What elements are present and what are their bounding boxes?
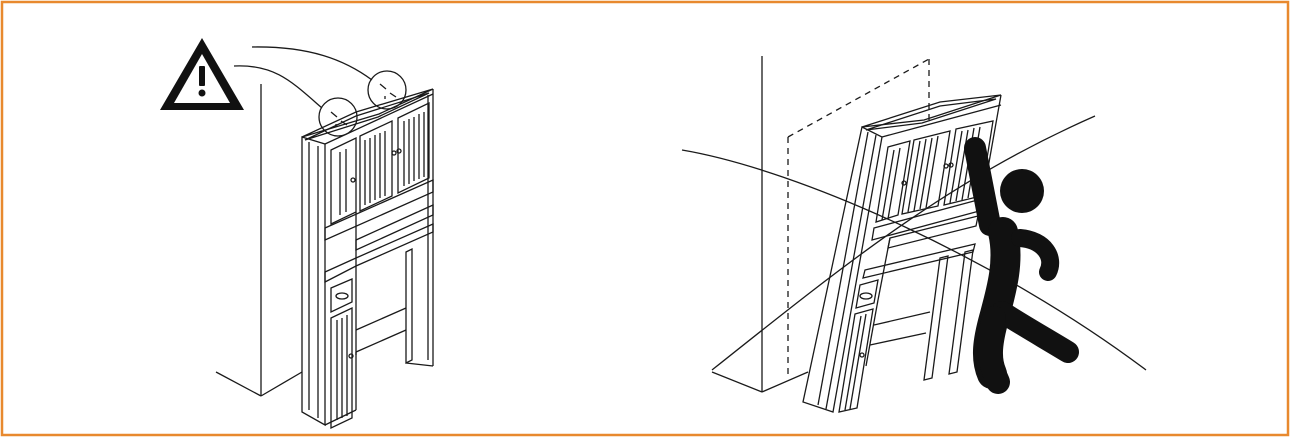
original-position-outline xyxy=(787,58,930,378)
door-slats xyxy=(881,126,981,221)
person-icon xyxy=(964,137,1079,394)
cabinet-tipping-over xyxy=(802,94,1002,413)
door-slats xyxy=(339,112,425,215)
wall xyxy=(215,84,303,397)
callout-lines xyxy=(233,46,373,109)
warning-icon xyxy=(160,38,244,110)
right-panel xyxy=(681,56,1147,413)
cabinet-anchored-to-wall xyxy=(301,88,434,430)
left-panel xyxy=(160,38,434,430)
magnifier-callout-icon xyxy=(367,70,407,110)
wall xyxy=(681,56,1147,393)
